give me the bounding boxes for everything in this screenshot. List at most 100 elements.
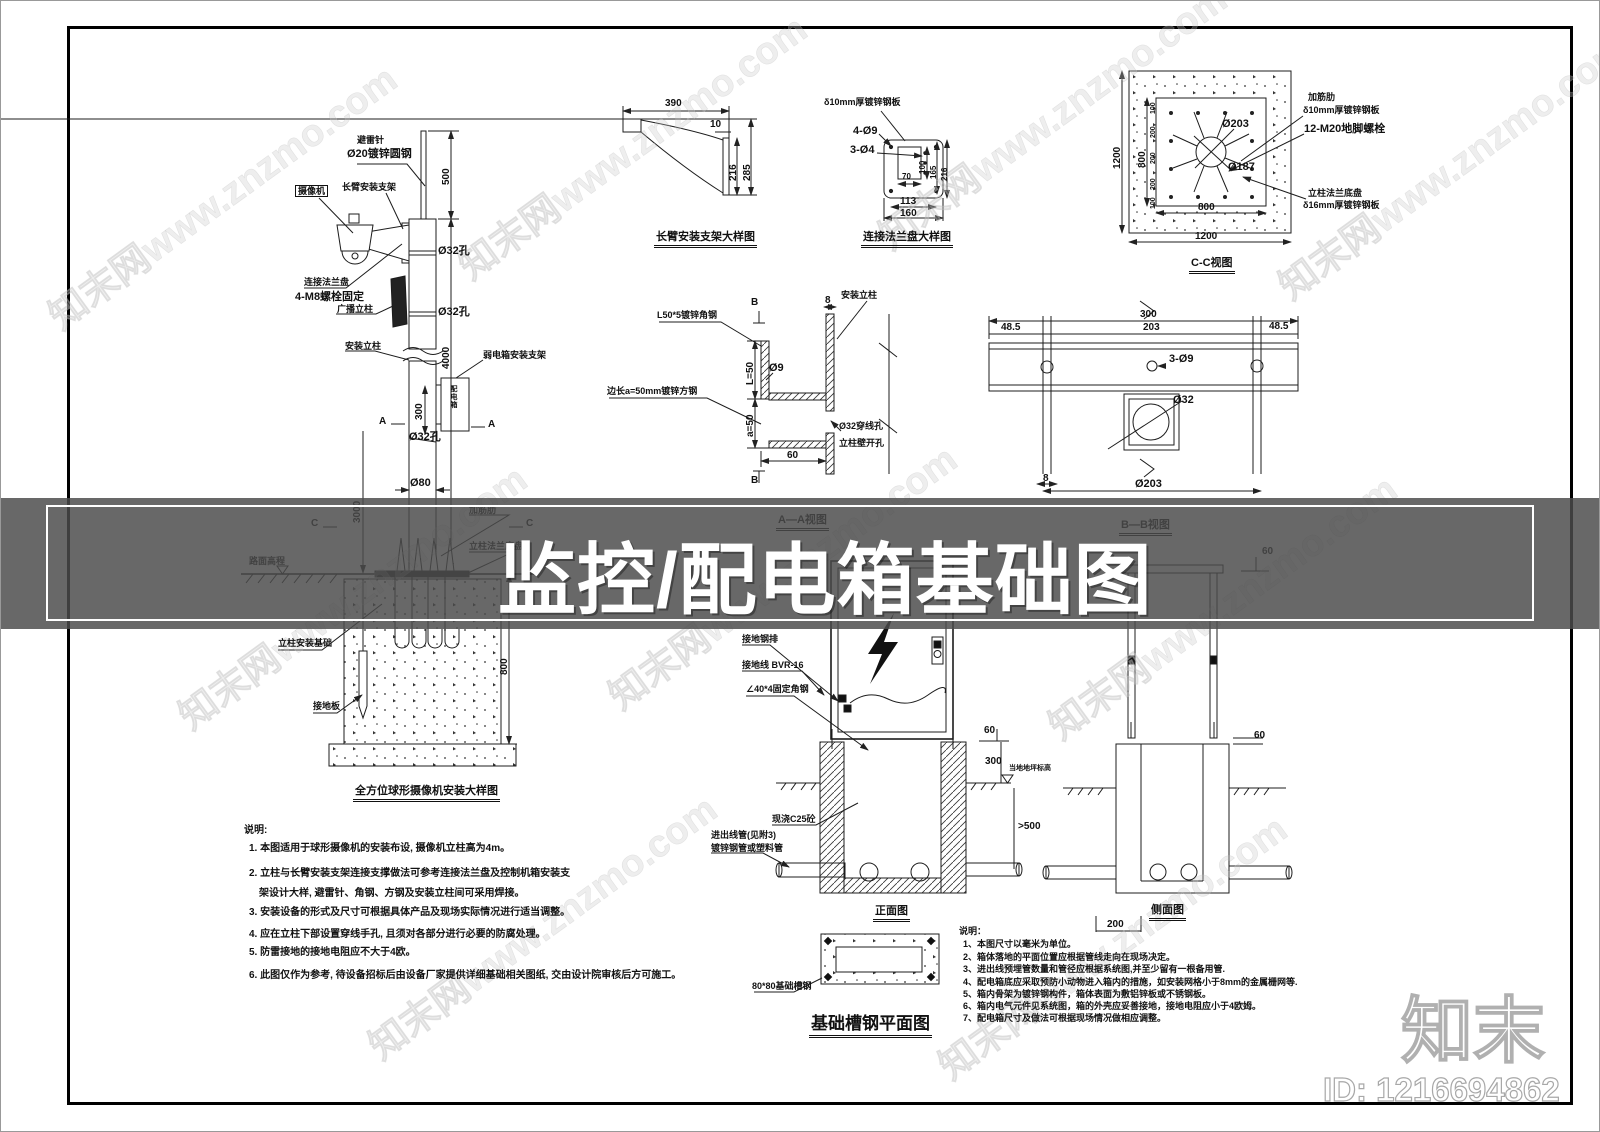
marker-b-top: B [751,297,759,308]
cc-anchor-label: 12-M20地脚螺栓 [1304,123,1386,135]
dim-70: 70 [902,172,911,181]
cc-chain-0: 100 [1150,102,1157,114]
dim-165: 165 [929,165,938,179]
pipes2-label: 镀锌钢管或塑料管 [711,843,784,853]
note-right-1: 1、本图尺寸以毫米为单位。 [963,939,1077,949]
cc-chain-2: 200 [1150,152,1157,164]
concrete-label: 现浇C25砼 [772,814,816,824]
page-title: 监控/配电箱基础图 [498,536,1153,624]
arm-bracket-detail [1,106,757,196]
ground-bar-label: 接地钢排 [742,634,779,644]
svg-text:知末网www.znzmo.com: 知末网www.znzmo.com [452,8,815,288]
cc-flange-base-label: 立柱法兰底盘 [1308,188,1363,198]
cc-chain-3: 200 [1150,178,1157,190]
dim-200-side: 200 [1107,919,1124,930]
dim-1200-v: 1200 [1112,146,1123,169]
dia-203-bb: Ø203 [1135,478,1162,490]
camera-label: 摄像机 [295,185,329,198]
aa-post-label: 安装立柱 [841,290,878,300]
note-right-3: 3、进出线预埋管数量和管径应根据系统图,并至少留有一根备用管. [963,964,1226,974]
foundation-caption: 全方位球形摄像机安装大样图 [353,785,500,802]
holes-4-label: 3-Ø4 [850,144,875,156]
channel-label: 80*80基础槽钢 [752,981,812,991]
speaker-pole-label: 广播立柱 [337,304,374,314]
flange-caption: 连接法兰盘大样图 [861,231,953,248]
angle-steel-label: ∠40*4固定角钢 [746,684,809,694]
note-left-4: 4. 应在立柱下部设置穿线手孔, 且须对各部分进行必要的防腐处理。 [249,929,546,940]
dim-300-bb: 300 [1140,309,1157,320]
speaker-icon [390,275,408,328]
marker-a-left: A [379,416,387,427]
dim-216-arm: 216 [728,164,739,181]
ground-wire-label: 接地线 BVR-16 [742,660,804,670]
dim-300-pole: 300 [414,403,425,420]
note-right-2: 2、箱体落地的平面位置应根据管线走向在现场决定。 [963,952,1176,962]
holes-9-label: 4-Ø9 [853,125,878,137]
channel-plan [754,933,940,993]
cc-chain-1: 200 [1150,126,1157,138]
dim-800-v: 800 [1137,151,1148,168]
dim-l50: L=50 [745,361,756,385]
dim-390: 390 [665,98,682,109]
pipes1-label: 进出线管(见附3) [711,830,776,840]
note-right-7: 7、配电箱尺寸及做法可根据现场情况做相应调整。 [963,1013,1167,1023]
bb-view [988,300,1299,494]
dim-160: 160 [900,208,917,219]
note-left-5: 5. 防雷接地的接地电阻应不大于4欧。 [249,947,416,958]
dim-60-side-mid: 60 [1254,730,1266,741]
note-left-6: 6. 此图仅作为参考, 待设备招标后由设备厂家提供详细基础相关图纸, 交由设计院… [249,970,682,981]
cc-rib-label: 加筋肋 [1308,92,1336,102]
marker-b-bottom: B [751,475,759,486]
plate-spec-label: δ10mm厚镀锌钢板 [824,97,901,107]
dim-80: Ø80 [410,477,431,489]
arm-caption: 长臂安装支架大样图 [654,231,757,248]
mount-pole-label: 安装立柱 [345,341,382,351]
note-left-2b: 架设计大样, 避雷针、角钢、方钢及安装立柱间可采用焊接。 [259,888,525,899]
title-banner: 监控/配电箱基础图 [1,498,1599,629]
dia-9-label: Ø9 [769,362,784,374]
flange-label: 连接法兰盘 [304,277,350,287]
dim-285: 285 [742,164,753,181]
side-caption: 侧面图 [1149,904,1186,921]
box-label: 配电箱 [450,385,458,409]
dim-485-left: 48.5 [1001,322,1021,333]
note-left-1: 1. 本图适用于球形摄像机的安装布设, 摄像机立柱高为4m。 [249,843,511,854]
dim-113: 113 [900,196,917,207]
bolt-label: 4-M8螺栓固定 [295,291,365,303]
channel-caption: 基础槽钢平面图 [809,1014,932,1038]
pole-hole-2: Ø32孔 [438,306,470,318]
dim-8-aa: 8 [825,295,831,306]
pole-hole-3: Ø32孔 [409,431,441,443]
dim-1200-h: 1200 [1195,231,1218,242]
flange-plate-detail [876,110,950,221]
dim-300-front: 300 [985,756,1002,767]
dim-60-front: 60 [984,725,996,736]
cc-view [1119,70,1307,245]
note-right-6: 6、箱内电气元件见系统图，箱的外壳应妥善接地，接地电阻应小于4欧姆。 [963,1001,1262,1011]
cc-plate16-label: δ16mm厚镀锌钢板 [1303,200,1380,210]
dim-100-fl: 100 [918,160,927,174]
square-tube-label: 边长a=50mm镀锌方钢 [607,386,698,396]
dim-4000: 4000 [441,346,452,369]
dim-203-bb: 203 [1143,322,1160,333]
front-view [711,560,1023,894]
note-right-4: 4、配电箱底应采取预防小动物进入箱内的措施，如安装网格小于8mm的金属栅网等. [963,977,1298,987]
bb-holes-label: 3-Ø9 [1169,353,1194,365]
aa-hole2-label: 立柱壁开孔 [839,438,885,448]
aa-hole-label: Ø32穿线孔 [839,421,884,431]
aa-view [609,300,898,483]
dim-500: 500 [441,168,452,185]
cc-plate10-label: δ10mm厚镀锌钢板 [1303,105,1380,115]
base-label: 立柱安装基础 [278,638,333,648]
front-caption: 正面图 [873,905,910,922]
dia-32-bb: Ø32 [1173,394,1194,406]
rod-spec-label: Ø20镀锌圆钢 [347,148,412,160]
dim-500-front: >500 [1018,821,1041,832]
dim-60-aa: 60 [787,450,799,461]
notes-left-title: 说明: [244,825,268,836]
angle-label: L50*5镀锌角钢 [657,310,718,320]
dim-800-h: 800 [1198,202,1215,213]
dia-203: Ø203 [1222,118,1249,130]
dim-216-fl: 216 [940,167,949,181]
